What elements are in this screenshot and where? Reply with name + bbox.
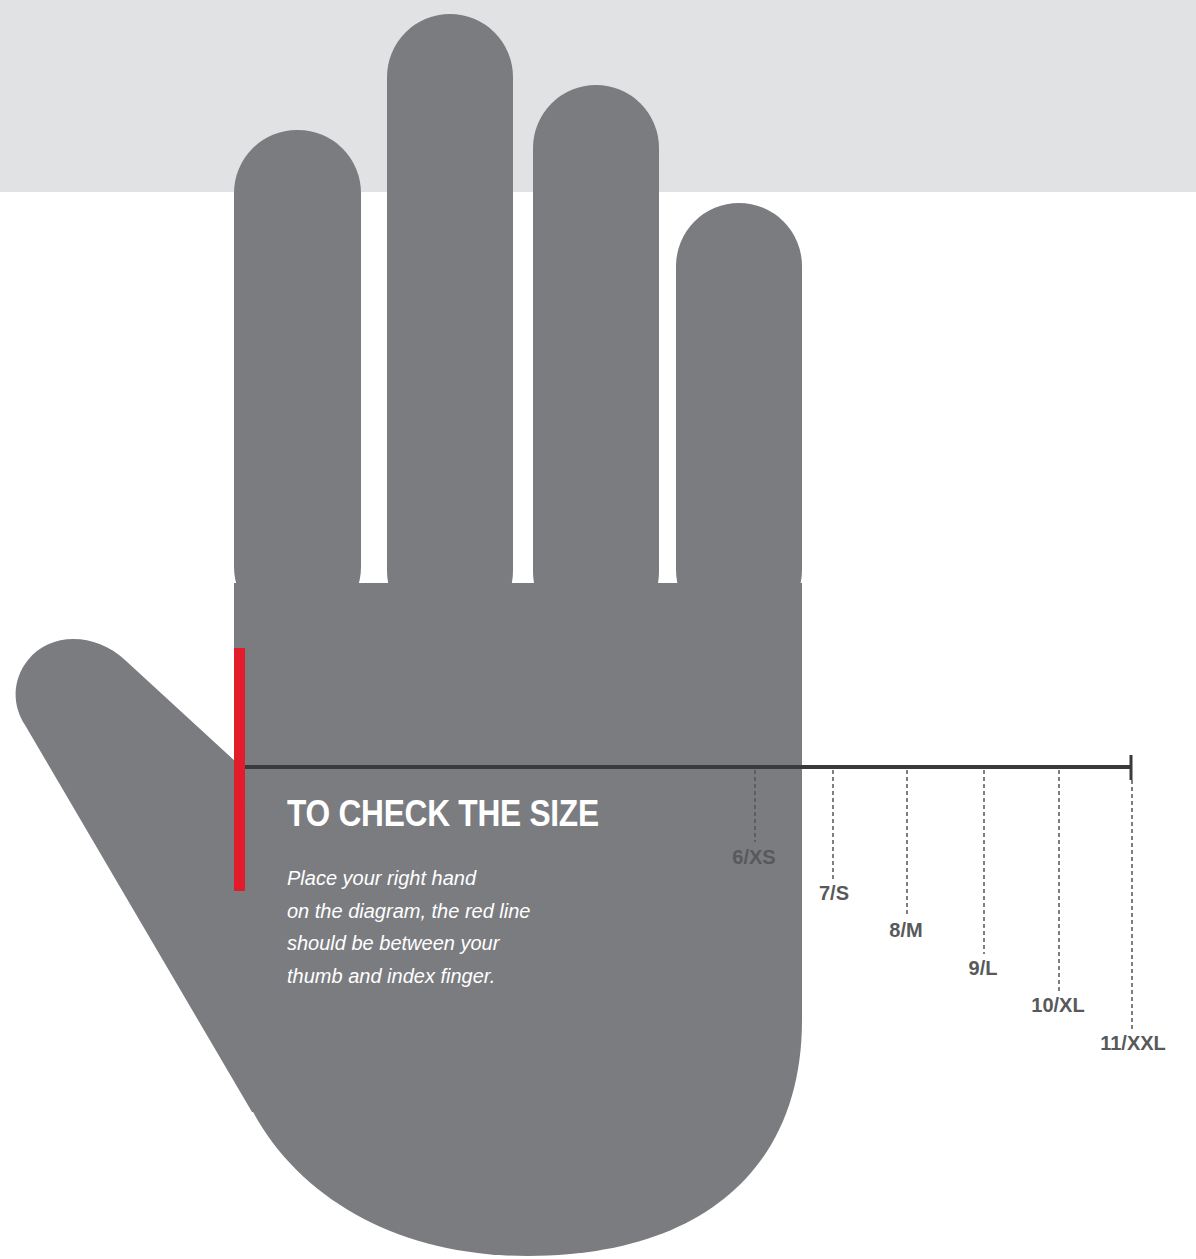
- size-label: 6/XS: [732, 847, 775, 867]
- instruction-line: thumb and index finger.: [287, 960, 531, 993]
- palm: [234, 583, 802, 1256]
- size-tick: [1058, 770, 1060, 992]
- instruction-text: Place your right hand on the diagram, th…: [287, 862, 531, 992]
- instruction-line: Place your right hand: [287, 862, 531, 895]
- size-label: 9/L: [969, 958, 998, 978]
- finger: [676, 203, 802, 633]
- size-tick: [754, 770, 756, 842]
- size-tick: [906, 770, 908, 916]
- measure-line: [245, 765, 1131, 769]
- size-label: 10/XL: [1031, 995, 1084, 1015]
- finger: [234, 130, 361, 630]
- instruction-heading: TO CHECK THE SIZE: [287, 796, 599, 832]
- size-label: 8/M: [889, 920, 922, 940]
- size-ticks: [755, 770, 1132, 1029]
- measure-end-cap: [1130, 755, 1133, 780]
- instruction-line: should be between your: [287, 927, 531, 960]
- size-label: 11/XXL: [1100, 1033, 1166, 1053]
- finger: [533, 85, 659, 635]
- size-tick: [832, 770, 834, 879]
- red-marker-line: [234, 648, 245, 891]
- instruction-line: on the diagram, the red line: [287, 895, 531, 928]
- size-tick: [1131, 780, 1133, 1029]
- finger: [387, 14, 513, 634]
- hand-shape: [16, 14, 802, 1256]
- thumb: [16, 639, 320, 1112]
- size-label: 7/S: [819, 883, 849, 903]
- size-tick: [983, 770, 985, 954]
